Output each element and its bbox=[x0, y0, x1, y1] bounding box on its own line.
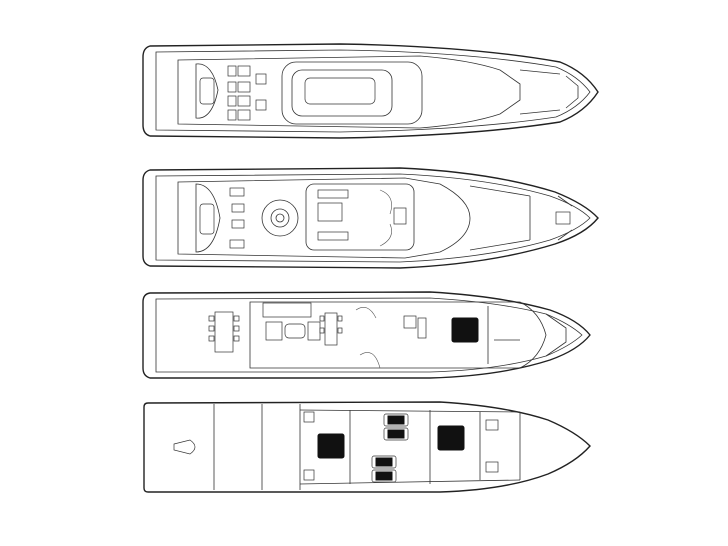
sun-deck bbox=[142, 43, 599, 139]
sun-loungers bbox=[227, 65, 267, 121]
main-deck-hull bbox=[142, 291, 591, 379]
deck-chairs bbox=[229, 187, 245, 249]
lower-deck-hull bbox=[143, 401, 591, 493]
guest-cabins bbox=[317, 413, 465, 483]
bridge-deck-hull bbox=[142, 167, 599, 269]
main-dining-table bbox=[319, 312, 343, 346]
main-deck bbox=[142, 291, 591, 379]
lower-deck bbox=[143, 401, 591, 493]
aft-dining-table bbox=[208, 311, 240, 353]
bridge-deck bbox=[142, 167, 599, 269]
master-bed bbox=[451, 317, 479, 343]
